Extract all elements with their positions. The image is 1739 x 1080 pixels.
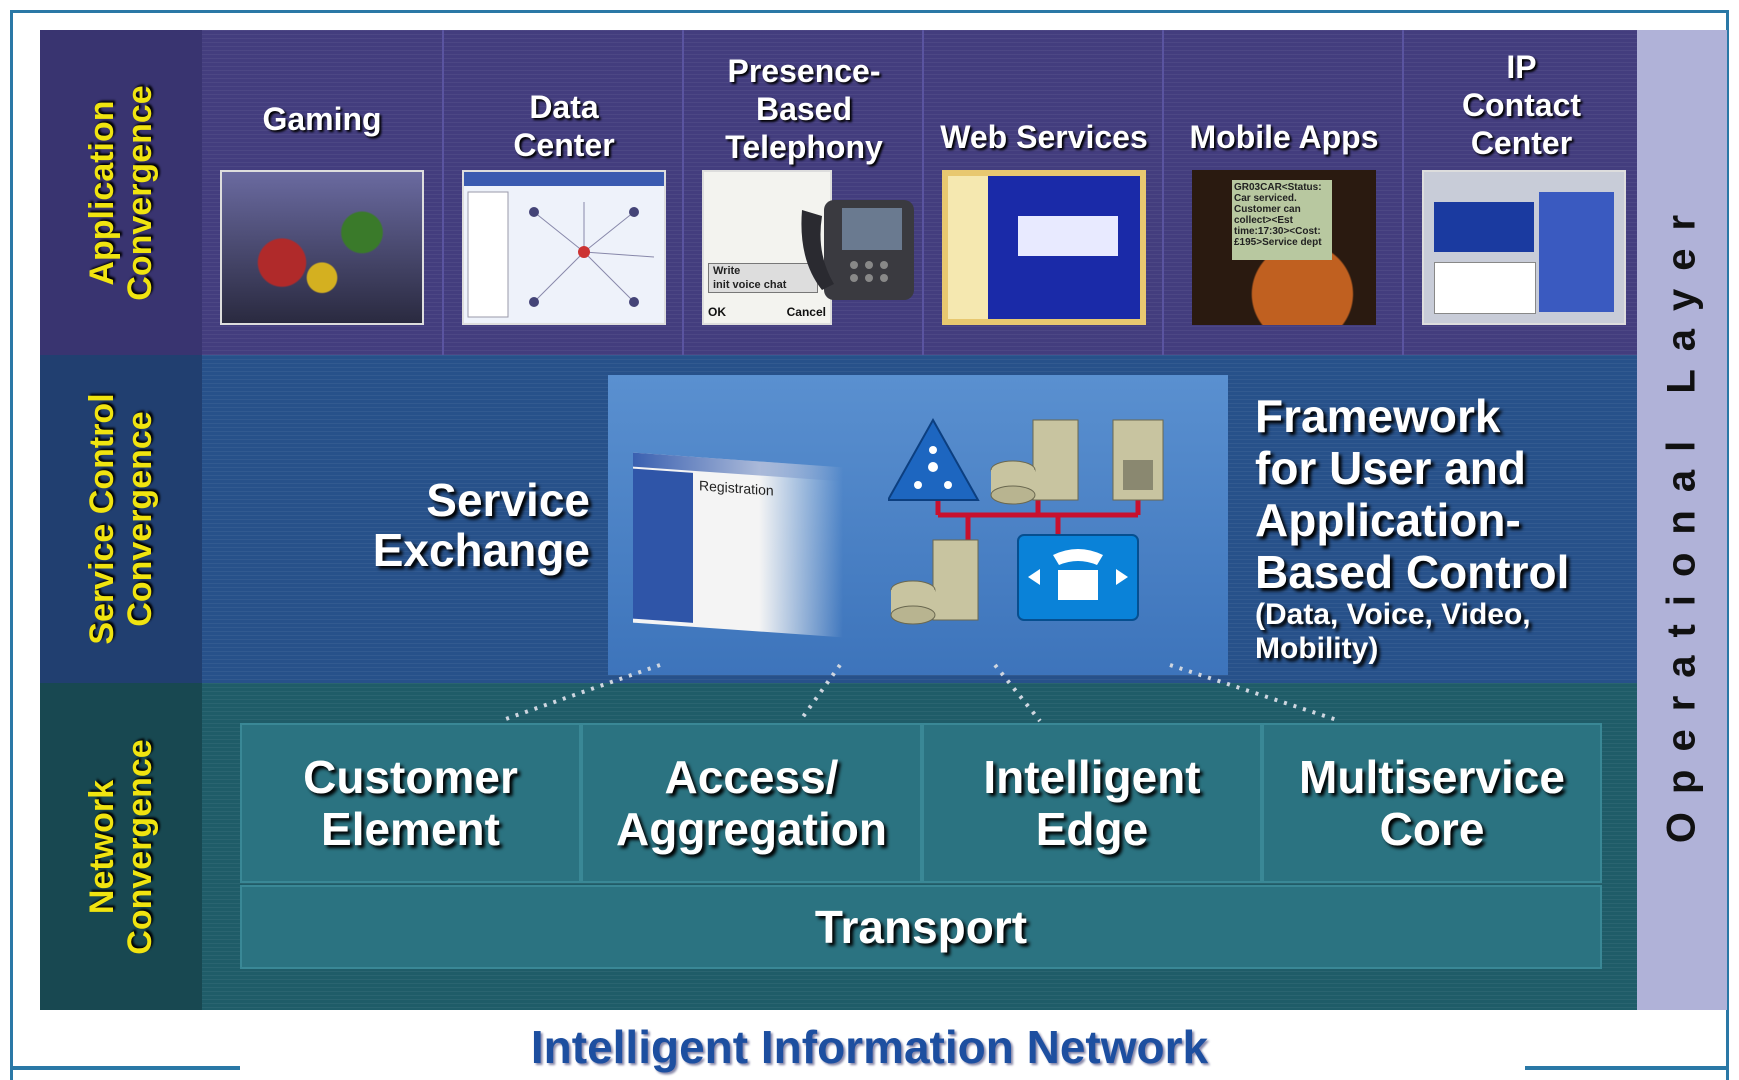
service-exchange-line1: Service [426,474,590,526]
service-exchange-title: Service Exchange [340,475,590,575]
registration-window: Registration [633,452,843,638]
app-mobile-apps: Mobile Apps GR03CAR<Status: Car serviced… [1162,30,1404,355]
service-control-convergence-row: Service Control Convergence Service Exch… [40,355,1637,683]
footer-rule-right [1525,1066,1729,1070]
cell-line1: Multiservice [1299,751,1565,803]
framework-line: Framework [1255,390,1501,442]
app-presence-telephony: Presence- Based Telephony Write init voi… [682,30,924,355]
ip-telephony-icon [1017,534,1139,621]
cell-line1: Customer [303,751,518,803]
footer-rule-left [10,1066,240,1070]
row-label-line1: Network [83,779,121,914]
network-map-graphic [464,172,664,318]
row-label-line2: Convergence [121,738,159,955]
diagram-title: Intelligent Information Network [530,1021,1209,1073]
network-row-label: Network Convergence [40,683,202,1010]
app-web-services: Web Services [922,30,1164,355]
app-ip-contact-center: IP Contact Center [1402,30,1639,355]
app-title: Gaming [262,101,382,137]
cell-line2: Core [1379,803,1485,855]
telephony-write-label: Write [713,265,741,277]
app-title: Web Services [940,119,1148,155]
application-row-label: Application Convergence [40,30,202,355]
data-center-screenshot [462,170,666,325]
operational-layer-label: Operational Layer [1659,196,1704,844]
router-icon [888,417,980,501]
framework-subline: (Data, Voice, Video, [1255,598,1531,631]
app-data-center: Data Center [442,30,684,355]
network-cell-access-aggregation: Access/ Aggregation [581,723,922,883]
app-title: Mobile Apps [1189,119,1379,155]
server-icon-3 [890,539,979,625]
server-icon-1 [990,419,1079,505]
framework-line: for User and [1255,442,1526,494]
network-convergence-row: Network Convergence Customer Element Acc… [40,663,1637,1010]
registration-label: Registration [699,477,774,499]
cell-line2: Edge [1035,803,1149,855]
cell-line2: Aggregation [616,803,887,855]
service-network-icons [888,417,1164,625]
network-cell-intelligent-edge: Intelligent Edge [922,723,1262,883]
app-title: Data Center [513,89,615,163]
connector-dots [499,663,1341,723]
framework-subline: Mobility) [1255,632,1379,665]
app-title: IP Contact Center [1461,49,1582,161]
network-cell-customer-element: Customer Element [240,723,581,883]
mobile-sms-text: GR03CAR<Status: Car serviced. Customer c… [1232,180,1332,260]
row-label-line1: Service Control [83,393,121,645]
app-gaming: Gaming [202,30,442,355]
service-exchange-graphic: Registration [608,375,1228,675]
outer-frame [10,10,1729,1080]
framework-line: Application- [1255,494,1521,546]
app-title: Presence- Based Telephony [725,53,883,165]
row-label-line2: Convergence [121,84,159,301]
network-cell-multiservice-core: Multiservice Core [1262,723,1602,883]
web-services-screenshot [942,170,1146,325]
contact-center-screenshot [1422,170,1626,325]
transport-bar: Transport [240,885,1602,969]
framework-line: Based Control [1255,546,1570,598]
service-exchange-line2: Exchange [372,524,590,576]
mobile-phone-photo: GR03CAR<Status: Car serviced. Customer c… [1192,170,1376,325]
gaming-screenshot [220,170,424,325]
cell-line2: Element [321,803,500,855]
cell-line1: Intelligent [983,751,1201,803]
framework-text: Framework for User and Application- Base… [1255,390,1569,666]
telephony-chat-label: init voice chat [713,279,787,291]
operational-layer-strip: Operational Layer [1637,30,1727,1010]
ip-phone-icon [801,200,914,300]
row-label-line2: Convergence [121,411,159,627]
server-icon-2 [1112,419,1164,501]
application-convergence-row: Application Convergence Gaming Data Cent… [40,30,1637,355]
row-label-line1: Application [83,99,121,286]
service-row-label: Service Control Convergence [40,355,202,683]
cell-line1: Access/ [664,751,839,803]
telephony-ok-softkey: OK [708,305,726,319]
telephony-cancel-softkey: Cancel [786,305,826,319]
